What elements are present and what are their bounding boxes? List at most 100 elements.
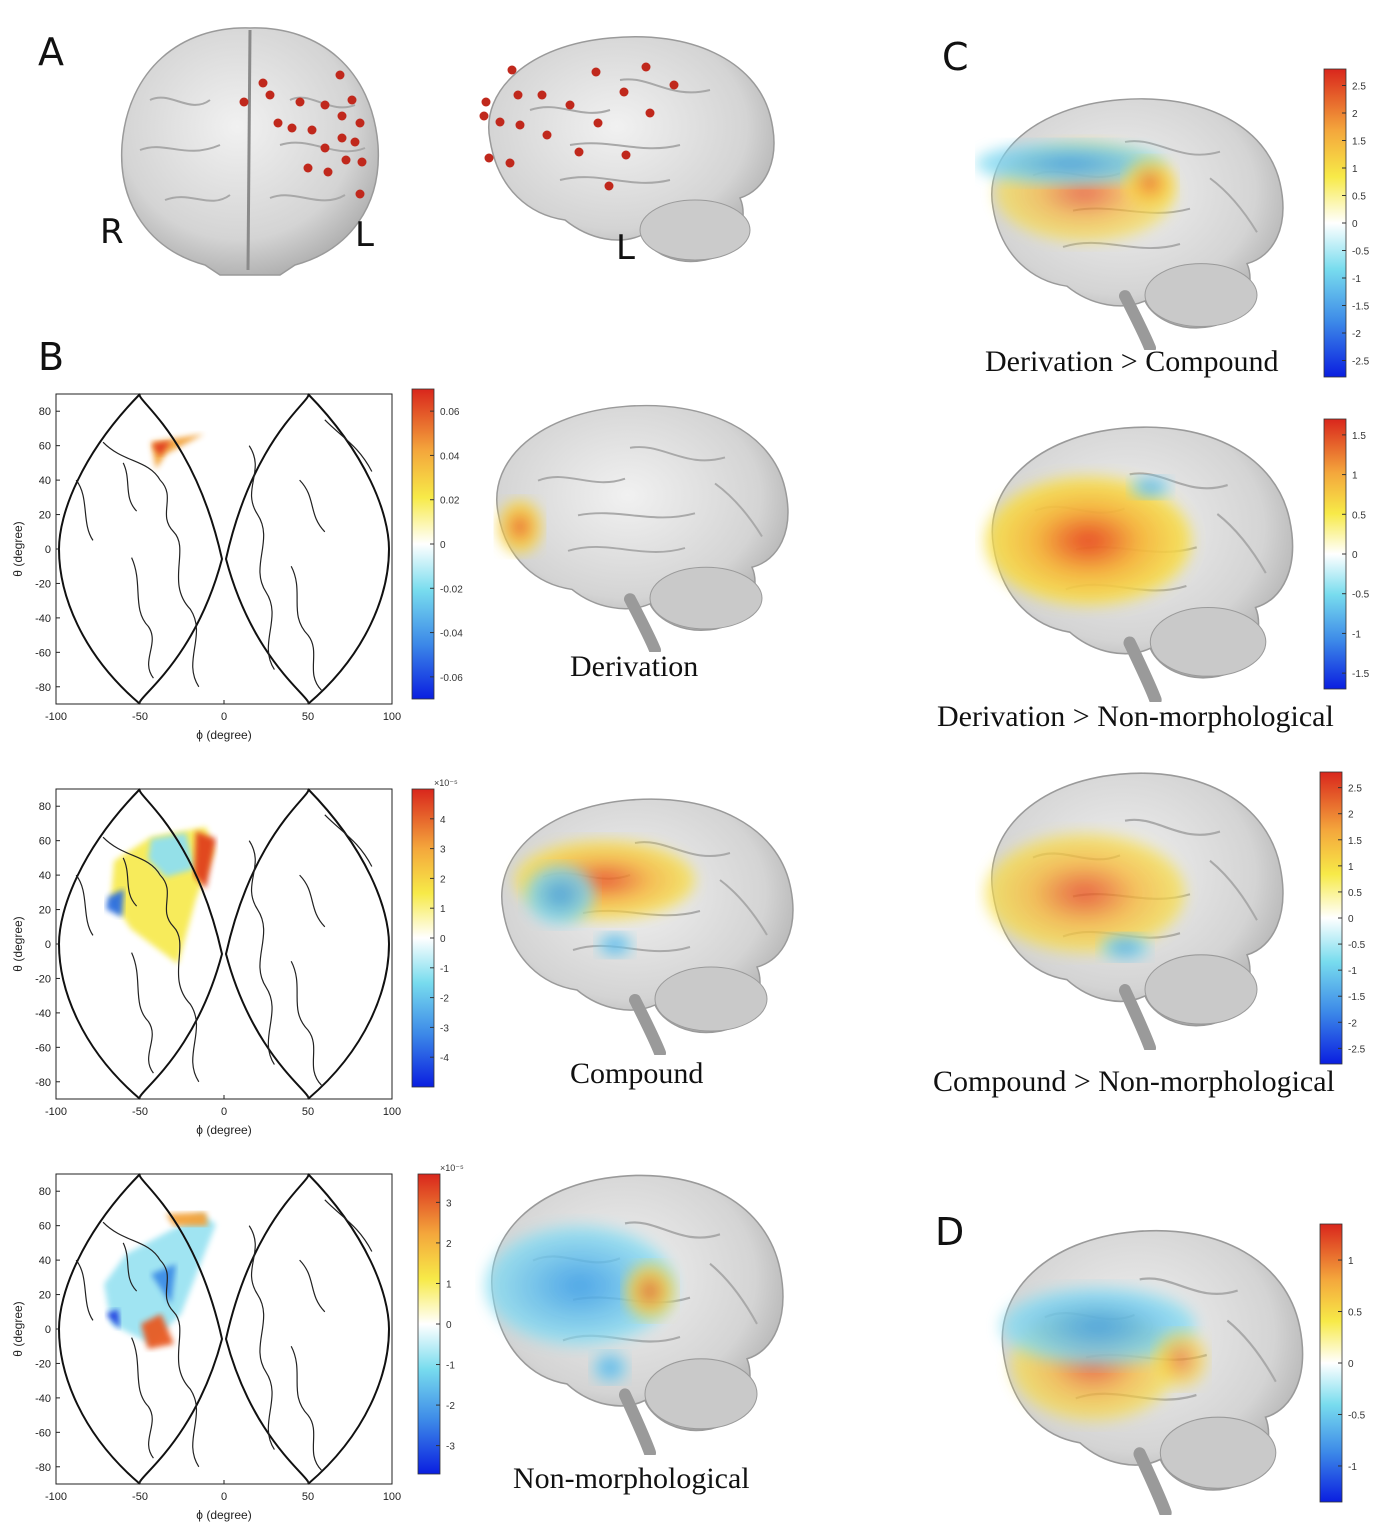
colorbar-tick-label: 1.5 <box>1352 431 1366 442</box>
y-tick-label: 40 <box>39 475 51 487</box>
cerebellum <box>1149 606 1267 677</box>
caption-non-morphological: Non-morphological <box>513 1462 750 1495</box>
activation-region <box>525 865 595 925</box>
sulcus-contour <box>102 836 200 1083</box>
activation-region <box>141 1314 174 1349</box>
gyrus-line <box>1124 140 1221 156</box>
colorbar-tick-label: 0.5 <box>1348 888 1362 899</box>
colorbar-tick-label: -2 <box>440 994 449 1005</box>
colorbar-tick-label: -1 <box>1348 966 1357 977</box>
panel-label-a: A <box>38 30 64 74</box>
sulcus-contour <box>324 814 373 867</box>
sulcus-contour <box>324 1199 373 1252</box>
x-tick-label: 0 <box>221 1106 227 1118</box>
colorbar-tick-label: -4 <box>440 1053 449 1064</box>
sulcus-contour <box>102 1221 200 1468</box>
y-tick-label: -60 <box>35 1427 51 1439</box>
x-tick-label: 100 <box>383 1106 401 1118</box>
cerebellum <box>1144 954 1258 1025</box>
colorbar-tick-label: 0 <box>440 540 446 551</box>
colorbar-tick-label: -3 <box>440 1023 449 1034</box>
activation-region <box>1000 1287 1197 1365</box>
activation-region <box>1155 1331 1207 1388</box>
colorbar-tick-label: 1 <box>1352 471 1358 482</box>
gyrus-line <box>629 446 726 462</box>
colorbar-tick-label: -2 <box>446 1401 455 1412</box>
right-hemisphere-outline <box>224 1173 391 1485</box>
caption-derivation: Derivation <box>570 650 699 683</box>
cerebellum <box>1144 263 1258 327</box>
x-tick-label: 100 <box>383 711 401 723</box>
colorbar-exponent: ×10⁻⁵ <box>434 778 458 788</box>
x-tick-label: 0 <box>221 711 227 723</box>
colorbar-tick-label: 0.04 <box>440 451 460 462</box>
right-hemisphere-label: R <box>100 212 124 252</box>
sulcus-contour <box>122 857 138 907</box>
colorbar-tick-label: -2.5 <box>1352 357 1370 368</box>
y-tick-label: 0 <box>45 939 51 951</box>
gyrus-line <box>1209 859 1258 921</box>
brainstem <box>1123 636 1162 702</box>
activation-region <box>985 833 1185 953</box>
brain-derivation-vs-compound <box>975 98 1284 350</box>
sulcus-contour <box>131 557 154 679</box>
gyrus-line <box>1226 1319 1277 1383</box>
activation-region <box>975 141 1165 186</box>
sulcus-contour <box>75 874 94 936</box>
colorbar-tick-label: -0.02 <box>440 584 463 595</box>
caption-compound: Compound <box>570 1057 704 1090</box>
y-tick-label: 20 <box>39 510 51 522</box>
colorbar-tick-label: -0.5 <box>1352 590 1370 601</box>
panel-label-c: C <box>942 35 969 79</box>
gyrus-line <box>1216 513 1267 574</box>
colorbar-tick-label: -0.5 <box>1348 940 1366 951</box>
brain-compound-vs-non-morphological <box>985 772 1284 1050</box>
activation-region <box>151 1264 176 1304</box>
cerebellum <box>654 966 768 1032</box>
sulcus-contour <box>131 952 154 1074</box>
y-tick-label: -80 <box>35 682 51 694</box>
sulcus-contour <box>290 1345 322 1471</box>
colorbar-tick-label: -1 <box>1352 629 1361 640</box>
brain-compound <box>501 798 794 1055</box>
lateral-brain-view <box>479 36 775 263</box>
colorbar-tick-label: -1.5 <box>1348 992 1366 1003</box>
x-tick-label: -50 <box>132 1106 148 1118</box>
colorbar-tick-label: -2 <box>1352 329 1361 340</box>
colorbar-tick-label: 0.5 <box>1352 192 1366 203</box>
right-hemisphere-outline <box>224 788 391 1100</box>
gyrus-line <box>567 545 686 553</box>
colorbar-tick-label: 1.5 <box>1352 137 1366 148</box>
colorbar-tick-label: 0 <box>1348 914 1354 925</box>
activation-region <box>597 933 633 957</box>
frontal-brain-view <box>120 27 380 276</box>
colorbar-tick-label: -2 <box>1348 1018 1357 1029</box>
colorbar-tick-label: 2 <box>1352 109 1358 120</box>
y-tick-label: -40 <box>35 1008 51 1020</box>
colorbar-derivation: 0.060.040.020-0.02-0.04-0.06 <box>411 388 463 700</box>
y-tick-label: -60 <box>35 647 51 659</box>
gyrus-line <box>1139 1277 1238 1296</box>
colorbar-derivation-vs-non-morphological: 1.510.50-0.5-1-1.5 <box>1323 418 1370 690</box>
electrode-markers <box>479 62 679 191</box>
colorbar-exponent: ×10⁻⁵ <box>440 1163 464 1173</box>
y-tick-label: 40 <box>39 1255 51 1267</box>
colorbar-tick-label: 0 <box>1352 550 1358 561</box>
gyrus-line <box>577 512 696 519</box>
caption-compound-vs-non-morphological: Compound > Non-morphological <box>933 1065 1335 1098</box>
colorbar-tick-label: 2 <box>446 1239 452 1250</box>
cerebellum <box>644 1358 758 1430</box>
colorbar-tick-label: 2 <box>1348 810 1354 821</box>
colorbar-tick-label: -3 <box>446 1442 455 1453</box>
gyrus-line <box>624 1221 721 1239</box>
plot-frame <box>55 1173 393 1485</box>
x-tick-label: 0 <box>221 1491 227 1503</box>
panel-label-b: B <box>38 335 65 379</box>
colorbar-tick-label: 0.02 <box>440 496 460 507</box>
gyrus-line <box>714 482 763 537</box>
colorbar-tick-label: 1.5 <box>1348 836 1362 847</box>
y-axis-label: θ (degree) <box>11 916 25 971</box>
y-tick-label: 40 <box>39 870 51 882</box>
activation-region <box>485 1225 675 1346</box>
